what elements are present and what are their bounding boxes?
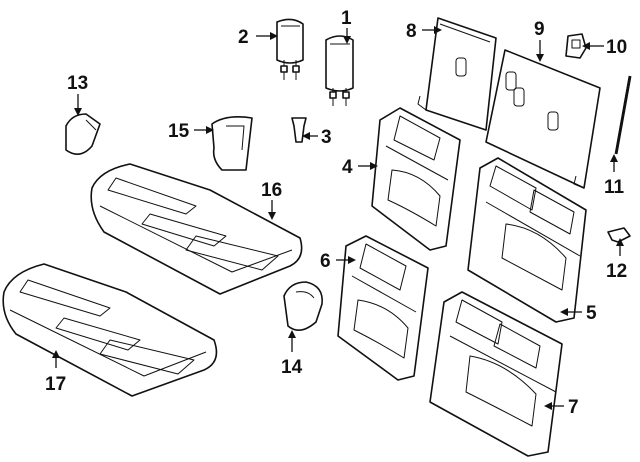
- part-guide-sleeve: [291, 117, 307, 143]
- callout-8: 8: [406, 21, 417, 42]
- part-seat-back-6: [337, 235, 429, 381]
- callout-4: 4: [342, 157, 353, 178]
- callout-7: 7: [568, 397, 579, 418]
- part-seat-back-4: [371, 107, 461, 251]
- part-headrest-left: [276, 18, 304, 80]
- leader-lines: [52, 26, 624, 410]
- part-seat-cushion-17: [2, 263, 218, 397]
- callout-14: 14: [281, 357, 303, 378]
- callout-17: 17: [45, 374, 66, 395]
- part-seat-back-7: [429, 291, 563, 457]
- callout-15: 15: [168, 121, 190, 142]
- part-latch-10: [565, 33, 587, 59]
- callout-2: 2: [238, 27, 249, 48]
- part-bracket-12: [607, 227, 631, 243]
- callout-9: 9: [534, 19, 545, 40]
- callout-1: 1: [341, 8, 352, 29]
- callout-5: 5: [586, 303, 597, 324]
- part-seat-cushion-16: [90, 163, 303, 295]
- part-rod-11: [613, 75, 632, 155]
- callout-10: 10: [606, 37, 627, 58]
- callout-11: 11: [604, 177, 625, 198]
- callout-3: 3: [321, 127, 332, 148]
- callout-6: 6: [320, 251, 331, 272]
- part-side-bolster-14: [283, 281, 323, 331]
- callout-16: 16: [261, 180, 282, 201]
- callout-13: 13: [67, 73, 88, 94]
- part-back-panel-9: [485, 49, 601, 189]
- part-trim-cover-13: [65, 113, 101, 155]
- callout-labels: 1 2 3 4 5 6 7 8 9 10 11 12 13 14 15 16 1…: [45, 8, 627, 418]
- part-hinge-cover-15: [211, 116, 253, 171]
- part-back-panel-8: [417, 17, 497, 131]
- callout-12: 12: [606, 261, 627, 282]
- part-headrest-right: [325, 35, 354, 106]
- part-seat-back-5: [467, 157, 587, 323]
